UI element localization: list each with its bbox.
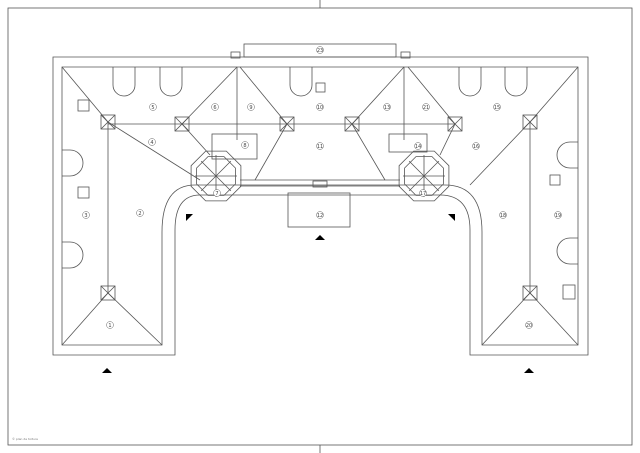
arrow-marker xyxy=(186,214,193,221)
room-label: 12 xyxy=(316,211,324,219)
svg-text:16: 16 xyxy=(473,144,479,150)
hip-cross xyxy=(447,116,463,132)
room-label: 2 xyxy=(136,209,144,217)
svg-text:8: 8 xyxy=(243,143,246,149)
bottom-annex xyxy=(287,192,351,228)
hip-cross xyxy=(100,285,116,301)
svg-text:2: 2 xyxy=(138,211,141,217)
room-label: 23 xyxy=(316,46,324,54)
arrow-marker xyxy=(102,368,112,373)
top-annex xyxy=(243,43,397,58)
svg-text:15: 15 xyxy=(494,105,500,111)
svg-text:1: 1 xyxy=(108,323,111,329)
svg-text:14: 14 xyxy=(415,144,421,150)
hip-cross xyxy=(279,116,295,132)
room-label: 13 xyxy=(383,103,391,111)
arrow-marker xyxy=(448,214,455,221)
view-arrows xyxy=(102,214,534,373)
svg-text:6: 6 xyxy=(213,105,216,111)
room-label: 21 xyxy=(422,103,430,111)
room-label: 6 xyxy=(211,103,219,111)
hip-cross xyxy=(522,285,538,301)
octagon-turret xyxy=(398,150,450,202)
hip-cross xyxy=(344,116,360,132)
room-label: 14 xyxy=(414,142,422,150)
building-outline xyxy=(52,43,589,356)
svg-text:9: 9 xyxy=(249,105,252,111)
room-label: 1 xyxy=(106,321,114,329)
hip-cross xyxy=(522,114,538,130)
svg-text:7: 7 xyxy=(215,191,218,197)
room-label: 19 xyxy=(554,211,562,219)
room-label: 5 xyxy=(149,103,157,111)
room-label: 9 xyxy=(247,103,255,111)
arrow-marker xyxy=(524,368,534,373)
room-label: 15 xyxy=(493,103,501,111)
hip-cross xyxy=(174,116,190,132)
room-label: 7 xyxy=(213,189,221,197)
hip-cross xyxy=(100,114,116,130)
svg-text:23: 23 xyxy=(317,48,323,54)
room-label: 8 xyxy=(241,141,249,149)
sheet-frame xyxy=(7,0,633,453)
svg-text:11: 11 xyxy=(317,144,323,150)
room-label: 3 xyxy=(82,211,90,219)
room-label: 16 xyxy=(472,142,480,150)
svg-text:4: 4 xyxy=(150,140,153,146)
room-label: 10 xyxy=(316,103,324,111)
arrow-marker xyxy=(315,235,325,240)
svg-text:3: 3 xyxy=(84,213,87,219)
room-label: 4 xyxy=(148,138,156,146)
svg-text:10: 10 xyxy=(317,105,323,111)
room-label: 18 xyxy=(499,211,507,219)
svg-text:20: 20 xyxy=(526,323,532,329)
svg-text:12: 12 xyxy=(317,213,323,219)
room-label: 17 xyxy=(419,189,427,197)
svg-text:5: 5 xyxy=(151,105,154,111)
octagon-turret xyxy=(190,150,242,202)
room-label: 11 xyxy=(316,142,324,150)
hip-crosses xyxy=(100,114,538,301)
svg-text:19: 19 xyxy=(555,213,561,219)
caption: © plan de toiture xyxy=(12,437,39,441)
octagonal-turrets xyxy=(190,150,450,202)
svg-text:13: 13 xyxy=(384,105,390,111)
room-label: 20 xyxy=(525,321,533,329)
svg-text:18: 18 xyxy=(500,213,506,219)
svg-text:21: 21 xyxy=(423,105,429,111)
svg-text:17: 17 xyxy=(420,191,426,197)
